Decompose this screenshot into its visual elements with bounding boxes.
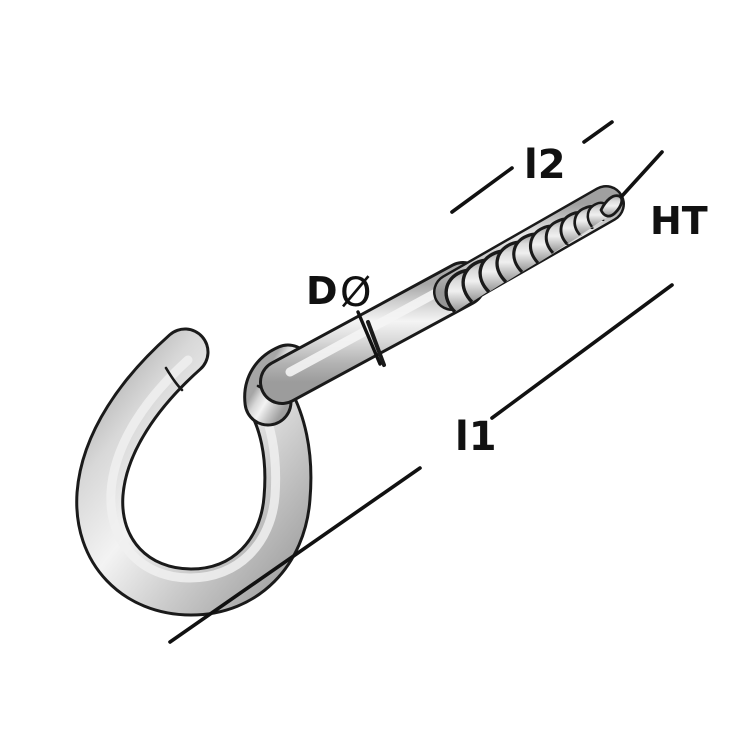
threaded-section — [433, 185, 625, 314]
hook-end-seam — [164, 366, 184, 392]
ht-leader-line — [620, 150, 664, 198]
screw-tip — [599, 194, 624, 218]
dimension-l1: l1 — [168, 283, 674, 644]
diameter-tick — [366, 320, 386, 367]
l2-label: l2 — [524, 142, 566, 188]
l2-leader-segment-right — [582, 120, 614, 144]
dimension-l2: l2 — [450, 120, 614, 214]
dimension-ht: HT — [620, 150, 708, 243]
hook-u-curve — [75, 327, 313, 617]
hook-body — [75, 185, 625, 617]
diameter-symbol-icon: Ø — [340, 270, 371, 316]
l1-label: l1 — [455, 414, 497, 460]
diameter-label: D — [306, 269, 338, 313]
thread-turns — [444, 201, 613, 314]
ht-label: HT — [650, 199, 708, 243]
dimension-diameter: D Ø — [306, 269, 382, 366]
l1-leader-segment-right — [490, 283, 674, 420]
l1-leader-segment-left — [168, 466, 422, 644]
diameter-leader-line — [356, 310, 382, 366]
l2-leader-segment-left — [450, 166, 514, 214]
